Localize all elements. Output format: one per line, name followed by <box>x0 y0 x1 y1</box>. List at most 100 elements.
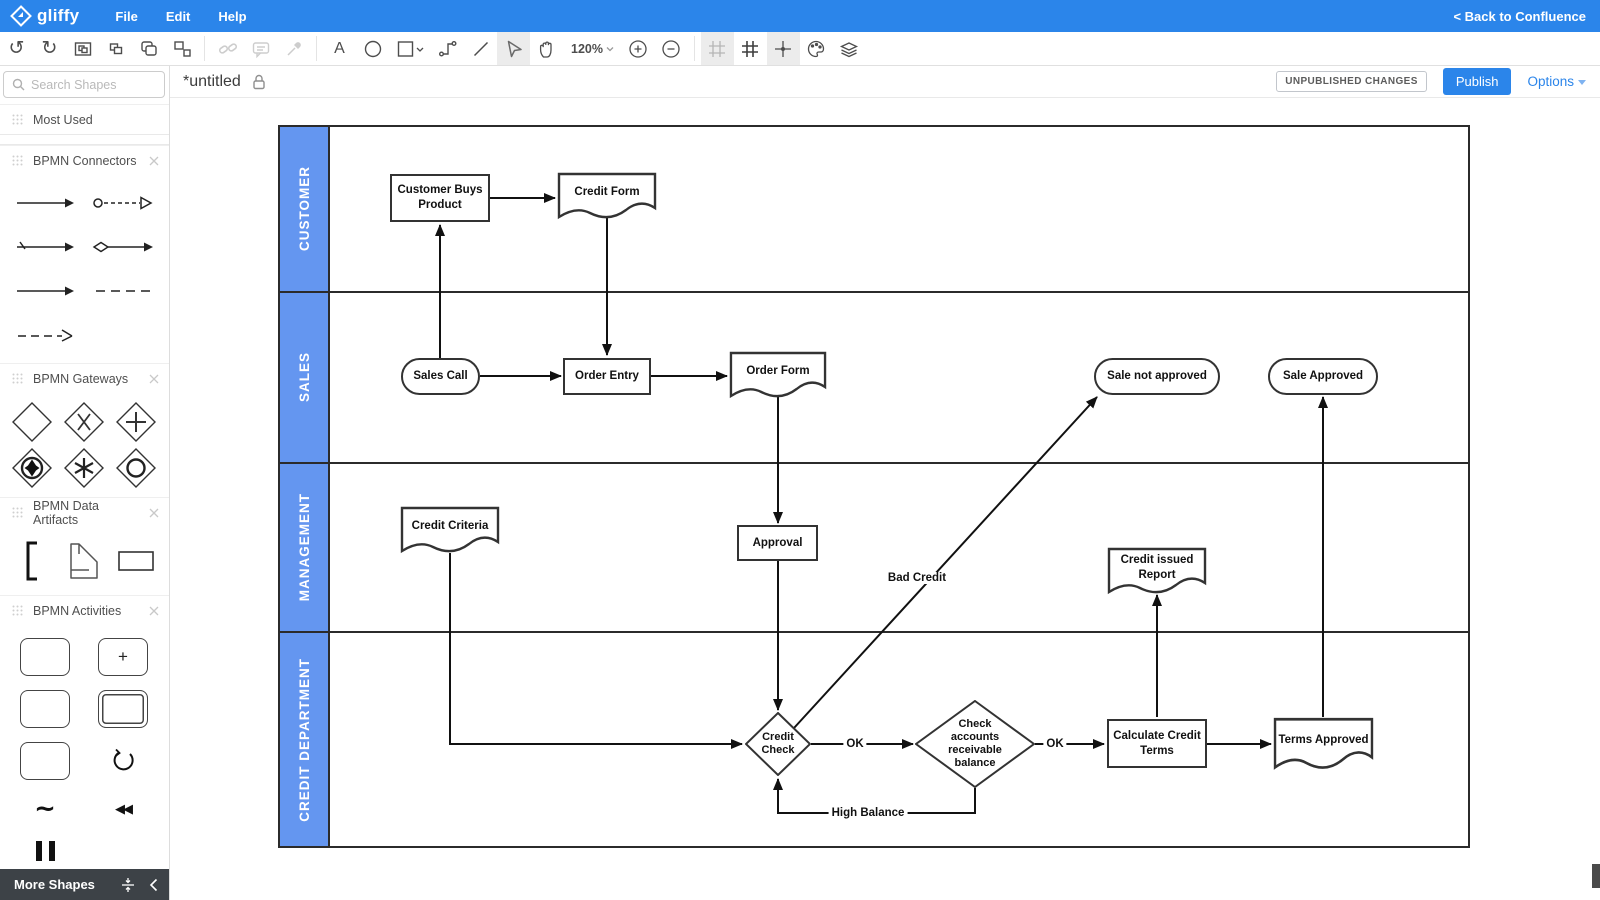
paste-in-group-icon[interactable] <box>66 32 99 65</box>
shape-data-object[interactable] <box>58 533 110 589</box>
zoom-in-button[interactable] <box>622 32 655 65</box>
document-shape <box>400 506 500 554</box>
more-shapes-bar[interactable]: More Shapes <box>0 869 169 900</box>
collapse-panels-icon[interactable] <box>119 876 137 894</box>
copy-icon[interactable] <box>99 32 132 65</box>
lane-header-management[interactable]: MANAGEMENT <box>280 464 330 631</box>
eyedropper-icon[interactable] <box>277 32 310 65</box>
pointer-tool[interactable] <box>497 32 530 65</box>
node-terms-approved[interactable]: Terms Approved <box>1273 717 1374 773</box>
shape-loop-marker[interactable] <box>84 735 162 787</box>
shape-default-flow[interactable] <box>6 225 84 269</box>
text-tool[interactable]: A <box>334 39 345 57</box>
shape-pause-marker[interactable] <box>6 831 84 871</box>
back-to-confluence-link[interactable]: < Back to Confluence <box>1453 8 1586 24</box>
collapse-sidebar-icon[interactable] <box>149 878 158 892</box>
close-icon[interactable] <box>149 606 159 616</box>
document-title[interactable]: *untitled <box>183 72 241 90</box>
zoom-level-dropdown[interactable]: 120% <box>563 32 622 65</box>
shape-dashed-line[interactable] <box>84 269 162 313</box>
duplicate-icon[interactable] <box>132 32 165 65</box>
shape-group-bracket[interactable] <box>6 533 58 589</box>
edge-label-ok-1[interactable]: OK <box>843 738 867 750</box>
lane-header-credit-department[interactable]: CREDIT DEPARTMENT <box>280 633 330 846</box>
lock-icon[interactable] <box>251 73 267 91</box>
node-calculate-credit-terms[interactable]: Calculate Credit Terms <box>1107 719 1207 768</box>
shape-task-plain[interactable] <box>6 683 84 735</box>
grid-toggle[interactable] <box>734 32 767 65</box>
snap-to-grid-toggle[interactable] <box>700 32 734 65</box>
node-check-accounts-receivable-balance[interactable]: Check accounts receivable balance <box>915 700 1035 788</box>
section-most-used[interactable]: Most Used <box>0 104 169 134</box>
scrollbar-thumb[interactable] <box>1592 864 1600 888</box>
ungroup-icon[interactable] <box>165 32 198 65</box>
lane-header-customer[interactable]: CUSTOMER <box>280 127 330 291</box>
menu-help[interactable]: Help <box>218 8 247 24</box>
shape-adhoc-marker[interactable]: ~ <box>34 794 56 824</box>
shape-conditional-flow[interactable] <box>84 225 162 269</box>
shape-task-alt[interactable] <box>6 735 84 787</box>
shape-task[interactable] <box>6 631 84 683</box>
document-shape <box>729 351 827 399</box>
lane-header-sales[interactable]: SALES <box>280 293 330 462</box>
node-credit-criteria[interactable]: Credit Criteria <box>400 506 500 556</box>
node-sales-call[interactable]: Sales Call <box>401 358 480 395</box>
shape-sequence-flow[interactable] <box>6 181 84 225</box>
ellipse-tool[interactable] <box>356 32 389 65</box>
options-dropdown[interactable]: Options <box>1527 74 1586 89</box>
node-approval[interactable]: Approval <box>737 525 818 561</box>
shape-directed-line[interactable] <box>6 269 84 313</box>
layers-icon[interactable] <box>833 32 866 65</box>
pan-tool[interactable] <box>530 32 563 65</box>
close-icon[interactable] <box>149 156 159 166</box>
shape-tool[interactable] <box>389 32 431 65</box>
link-icon[interactable] <box>211 32 244 65</box>
node-customer-buys-product[interactable]: Customer Buys Product <box>390 174 490 222</box>
close-icon[interactable] <box>149 374 159 384</box>
undo-button[interactable]: ↺ <box>8 37 25 59</box>
close-icon[interactable] <box>149 508 159 518</box>
gliffy-logo[interactable]: gliffy <box>0 5 93 27</box>
shape-compensation-marker[interactable]: ◀◀ <box>115 801 133 817</box>
section-bpmn-data-artifacts[interactable]: BPMN Data Artifacts <box>0 497 169 527</box>
theme-palette-icon[interactable] <box>800 32 833 65</box>
shape-gateway-complex[interactable] <box>58 445 110 491</box>
shape-gateway-parallel[interactable] <box>110 399 162 445</box>
node-sale-not-approved[interactable]: Sale not approved <box>1094 358 1220 395</box>
node-credit-check[interactable]: Credit Check <box>745 712 811 776</box>
section-bpmn-activities[interactable]: BPMN Activities <box>0 595 169 625</box>
snap-to-shape-toggle[interactable] <box>766 32 800 65</box>
chevron-down-icon <box>606 46 614 51</box>
shape-gateway-inclusive[interactable] <box>110 445 162 491</box>
shape-annotation-rect[interactable] <box>110 533 162 589</box>
shape-transaction[interactable] <box>84 683 162 735</box>
node-order-entry[interactable]: Order Entry <box>563 358 651 395</box>
drag-handle-icon <box>12 605 23 616</box>
shape-gateway-plain[interactable] <box>6 399 58 445</box>
node-credit-issued-report[interactable]: Credit issued Report <box>1107 547 1207 597</box>
shape-subprocess[interactable]: + <box>84 631 162 683</box>
menu-edit[interactable]: Edit <box>165 8 191 24</box>
shape-association-flow[interactable] <box>6 313 84 357</box>
edge-label-high-balance[interactable]: High Balance <box>828 807 908 819</box>
diagram-canvas[interactable]: CUSTOMER SALES MANAGEMENT CREDIT DEPARTM… <box>170 98 1600 900</box>
comment-icon[interactable] <box>244 32 277 65</box>
search-input[interactable] <box>31 77 146 92</box>
shape-gateway-exclusive[interactable] <box>58 399 110 445</box>
redo-button[interactable]: ↻ <box>41 37 58 59</box>
menu-file[interactable]: File <box>115 8 138 24</box>
shape-search[interactable] <box>3 71 165 98</box>
connector-tool[interactable] <box>431 32 464 65</box>
edge-label-ok-2[interactable]: OK <box>1043 738 1067 750</box>
zoom-out-button[interactable] <box>655 32 688 65</box>
edge-label-bad-credit[interactable]: Bad Credit <box>884 572 950 584</box>
shape-gateway-complex-filled[interactable] <box>6 445 58 491</box>
node-sale-approved[interactable]: Sale Approved <box>1268 358 1378 395</box>
publish-button[interactable]: Publish <box>1442 68 1512 95</box>
node-credit-form[interactable]: Credit Form <box>557 172 657 222</box>
node-order-form[interactable]: Order Form <box>729 351 827 401</box>
section-bpmn-gateways[interactable]: BPMN Gateways <box>0 363 169 393</box>
line-tool[interactable] <box>464 32 497 65</box>
section-bpmn-connectors[interactable]: BPMN Connectors <box>0 145 169 175</box>
shape-message-flow[interactable] <box>84 181 162 225</box>
